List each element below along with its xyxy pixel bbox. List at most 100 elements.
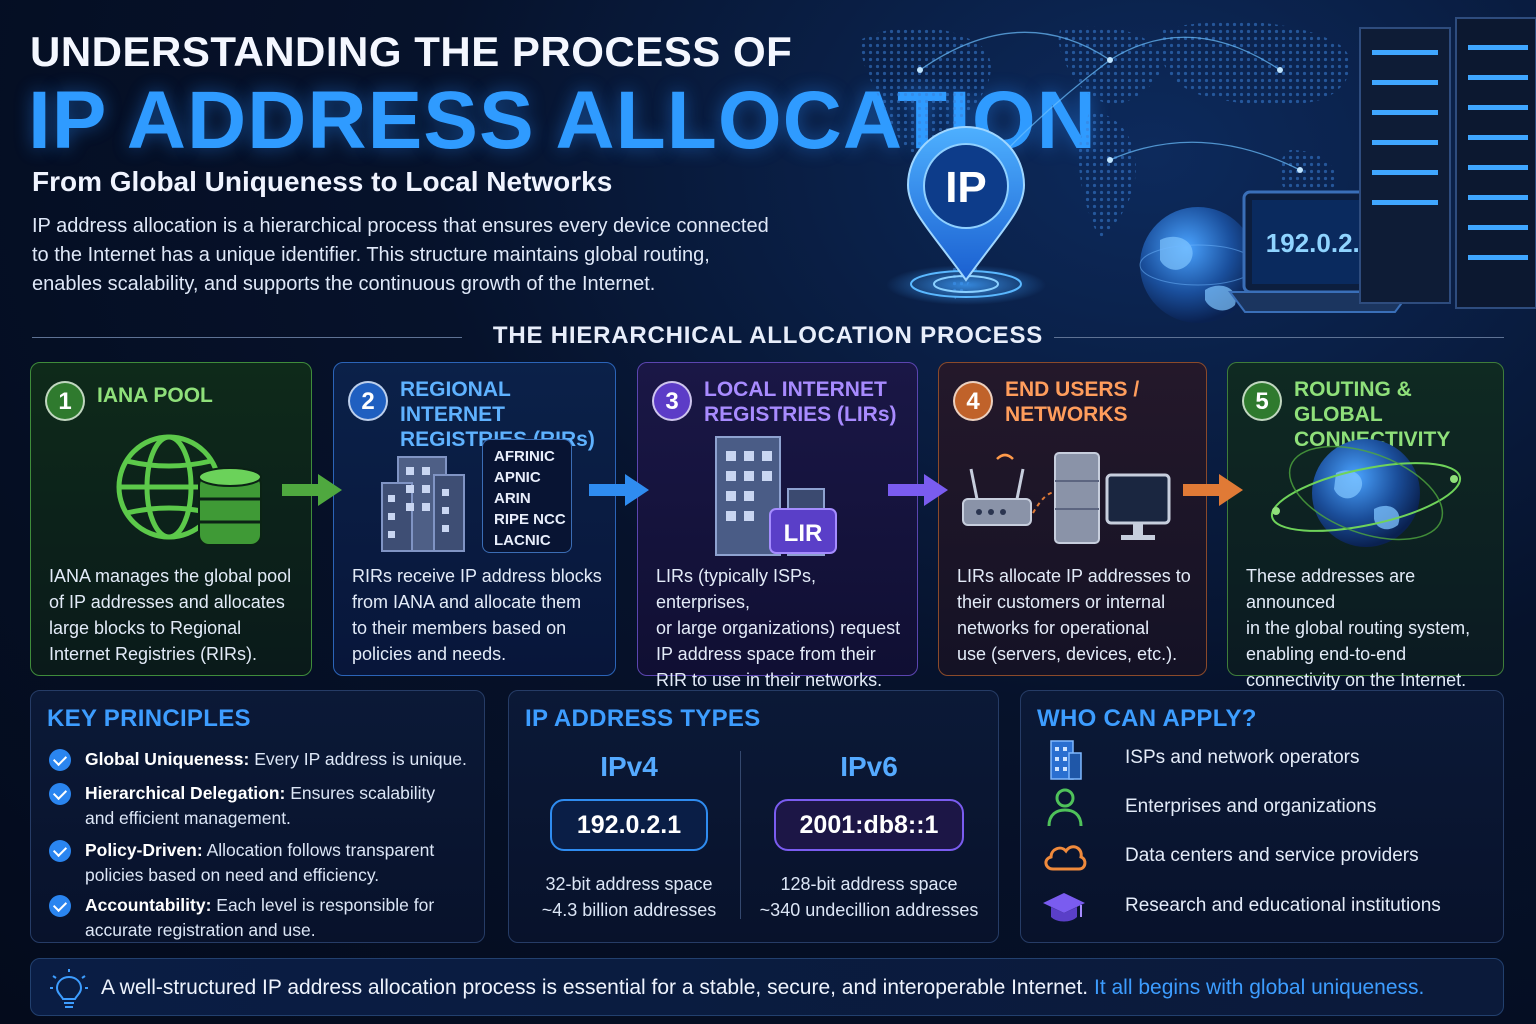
office-building-icon: LIR — [715, 436, 837, 556]
title-line: ROUTING & GLOBAL — [1294, 378, 1412, 426]
principle-label: Accountability: — [85, 895, 212, 915]
principle-text: Ensures scalability — [285, 783, 436, 803]
arrow-right-icon — [589, 474, 649, 506]
location-pin-icon: IP — [886, 126, 1046, 305]
lightbulb-icon — [50, 969, 88, 1008]
footer-banner: A well-structured IP address allocation … — [30, 958, 1504, 1016]
desc-line: IANA manages the global pool — [49, 566, 292, 586]
router-icon — [962, 453, 1032, 526]
step-card-rirs: 2 REGIONAL INTERNET REGISTRIES (RIRs) AF… — [333, 362, 616, 676]
intro-paragraph: IP address allocation is a hierarchical … — [32, 212, 822, 299]
person-icon — [1047, 788, 1083, 827]
desc-line: their customers or internal — [957, 592, 1166, 612]
title-line: REGIONAL INTERNET — [400, 378, 511, 426]
ipv6-label: IPv6 — [840, 751, 898, 782]
step-number: 3 — [652, 381, 692, 421]
ipv4-description: 32-bit address space ~4.3 billion addres… — [509, 871, 749, 923]
desc-line: use (servers, devices, etc.). — [957, 644, 1178, 664]
process-heading-section: THE HIERARCHICAL ALLOCATION PROCESS — [32, 320, 1504, 354]
desc-line: enabling end-to-end — [1246, 644, 1407, 664]
ipv4-column: IPv4 192.0.2.1 32-bit address space ~4.3… — [509, 739, 749, 923]
step-card-routing: 5 ROUTING & GLOBAL CONNECTIVITY These ad… — [1227, 362, 1504, 690]
panel-title: IP ADDRESS TYPES — [525, 705, 761, 732]
desc-line: LIRs allocate IP addresses to — [957, 566, 1191, 586]
rir-list: AFRINIC APNIC ARIN RIPE NCC LACNIC — [482, 439, 572, 553]
footer-highlight: It all begins with global uniqueness. — [1093, 976, 1425, 999]
desc-line: ~4.3 billion addresses — [541, 900, 717, 920]
graduation-cap-icon — [1043, 893, 1085, 922]
pin-label: IP — [945, 163, 987, 212]
desc-line: These addresses are announced — [1246, 566, 1416, 612]
title-line: END USERS / — [1005, 378, 1140, 401]
principle-label: Policy-Driven: — [85, 840, 203, 860]
step-description: LIRs (typically ISPs, enterprises, or la… — [656, 563, 905, 693]
principle-text: policies based on need and efficiency. — [85, 865, 380, 885]
globe-database-icon — [116, 434, 262, 546]
step-card-end-users: 4 END USERS / NETWORKS LIRs allocate IP … — [938, 362, 1207, 676]
desc-line: 128-bit address space — [780, 874, 958, 894]
title-line-1: UNDERSTANDING THE PROCESS OF — [30, 28, 793, 75]
desc-line: RIR to use in their networks. — [656, 670, 883, 690]
check-icon — [49, 783, 71, 805]
globe-icon — [1139, 207, 1257, 323]
principle-item: Policy-Driven: Allocation follows transp… — [49, 838, 469, 888]
server-icon — [1054, 452, 1100, 544]
apply-item: ISPs and network operators — [1041, 737, 1491, 781]
ipv6-example: 2001:db8::1 — [774, 799, 964, 851]
arrow-right-icon — [282, 474, 342, 506]
step-number: 5 — [1242, 381, 1282, 421]
desc-line: 32-bit address space — [545, 874, 713, 894]
rir-item: LACNIC — [494, 532, 551, 549]
footer-text: A well-structured IP address allocation … — [101, 976, 1424, 1000]
step-description: LIRs allocate IP addresses to their cust… — [957, 563, 1194, 667]
type-divider — [740, 751, 741, 919]
intro-line: enables scalability, and supports the co… — [32, 273, 656, 295]
apply-text: ISPs and network operators — [1125, 747, 1360, 768]
desc-line: ~340 undecillion addresses — [759, 900, 979, 920]
check-icon — [49, 895, 71, 917]
footer-main-text: A well-structured IP address allocation … — [101, 976, 1094, 999]
desc-line: Internet Registries (RIRs). — [49, 644, 258, 664]
principle-item: Hierarchical Delegation: Ensures scalabi… — [49, 781, 469, 831]
orbit-globe-icon — [1270, 439, 1462, 547]
arrow-right-icon — [1183, 474, 1243, 506]
step-number: 2 — [348, 381, 388, 421]
server-rack-icon — [1359, 17, 1536, 309]
step-card-iana: 1 IANA POOL IANA manages the global pool… — [30, 362, 312, 676]
desc-line: of IP addresses and allocates — [49, 592, 285, 612]
desc-line: to their members based on — [352, 618, 567, 638]
lir-badge: LIR — [784, 520, 823, 547]
ip-address-types-panel: IP ADDRESS TYPES IPv4 192.0.2.1 32-bit a… — [508, 690, 999, 943]
step-title: IANA POOL — [97, 384, 213, 407]
ipv4-example: 192.0.2.1 — [550, 799, 708, 851]
ipv6-description: 128-bit address space ~340 undecillion a… — [749, 871, 989, 923]
desc-line: or large organizations) request — [656, 618, 901, 638]
apply-text: Data centers and service providers — [1125, 845, 1419, 866]
divider-right — [1054, 337, 1504, 338]
hero-illustration: IP 192.0.2.1 — [860, 17, 1536, 323]
desc-line: from IANA and allocate them — [352, 592, 582, 612]
rir-item: APNIC — [494, 469, 541, 486]
rir-icon-area: AFRINIC APNIC ARIN RIPE NCC LACNIC — [334, 425, 615, 565]
desc-line: in the global routing system, — [1246, 618, 1471, 638]
principle-text: accurate registration and use. — [85, 920, 316, 940]
desc-line: large blocks to Regional — [49, 618, 242, 638]
building-icon — [1050, 740, 1082, 780]
desc-line: policies and needs. — [352, 644, 507, 664]
principle-text: Each level is responsible for — [211, 895, 435, 915]
arrow-right-icon — [888, 474, 948, 506]
principle-text: Allocation follows transparent — [202, 840, 435, 860]
check-icon — [49, 840, 71, 862]
step-description: RIRs receive IP address blocks from IANA… — [352, 563, 603, 667]
subtitle: From Global Uniqueness to Local Networks — [32, 166, 613, 197]
rir-item: ARIN — [494, 490, 531, 507]
rir-item: AFRINIC — [494, 448, 555, 465]
check-icon — [49, 749, 71, 771]
step-description: These addresses are announced in the glo… — [1246, 563, 1491, 693]
laptop-screen-address: 192.0.2.1 — [1266, 228, 1374, 258]
step-title: ROUTING & GLOBAL CONNECTIVITY — [1294, 377, 1495, 452]
step-title: LOCAL INTERNET REGISTRIES (LIRs) — [704, 377, 909, 427]
intro-line: to the Internet has a unique identifier.… — [32, 244, 710, 266]
apply-item: Data centers and service providers — [1041, 835, 1491, 879]
desc-line: networks for operational — [957, 618, 1150, 638]
